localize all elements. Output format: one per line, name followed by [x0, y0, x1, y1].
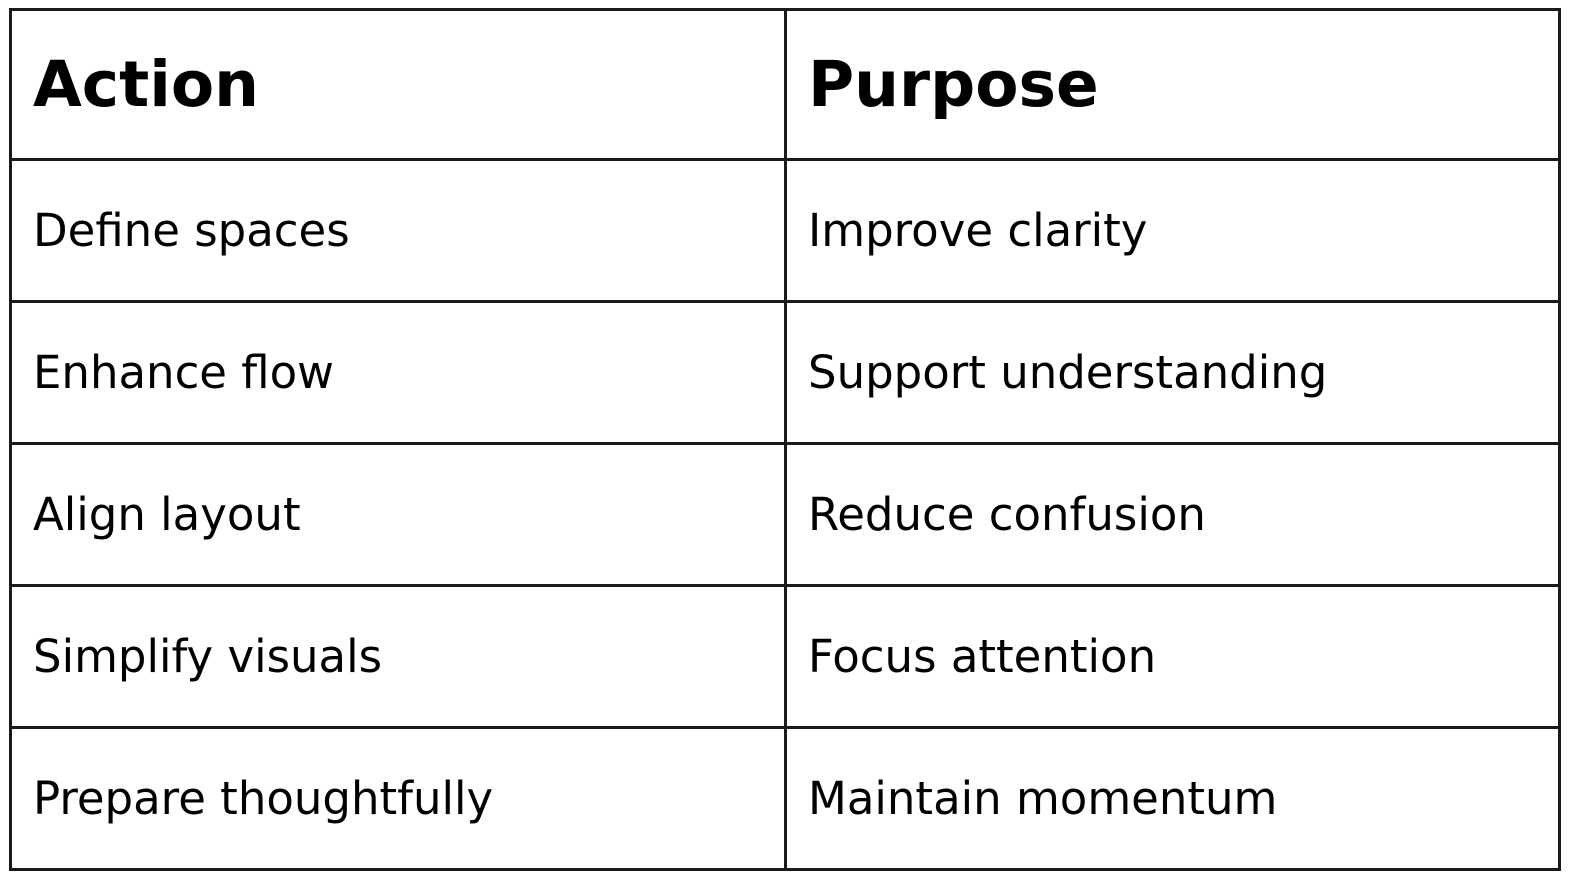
purpose-cell: Support understanding [784, 300, 1561, 445]
action-purpose-table: Action Purpose Define spaces Improve cla… [9, 8, 1561, 871]
action-cell: Define spaces [9, 158, 787, 303]
action-cell: Simplify visuals [9, 584, 787, 729]
header-purpose: Purpose [784, 8, 1561, 161]
table-header-row: Action Purpose [9, 8, 1561, 161]
action-cell: Align layout [9, 442, 787, 587]
purpose-cell: Reduce confusion [784, 442, 1561, 587]
table-row: Simplify visuals Focus attention [9, 584, 1561, 729]
action-cell: Prepare thoughtfully [9, 726, 787, 871]
purpose-cell: Focus attention [784, 584, 1561, 729]
header-action: Action [9, 8, 787, 161]
table-row: Define spaces Improve clarity [9, 158, 1561, 303]
purpose-cell: Improve clarity [784, 158, 1561, 303]
action-cell: Enhance flow [9, 300, 787, 445]
table-row: Enhance flow Support understanding [9, 300, 1561, 445]
table-row: Prepare thoughtfully Maintain momentum [9, 726, 1561, 871]
purpose-cell: Maintain momentum [784, 726, 1561, 871]
table-row: Align layout Reduce confusion [9, 442, 1561, 587]
